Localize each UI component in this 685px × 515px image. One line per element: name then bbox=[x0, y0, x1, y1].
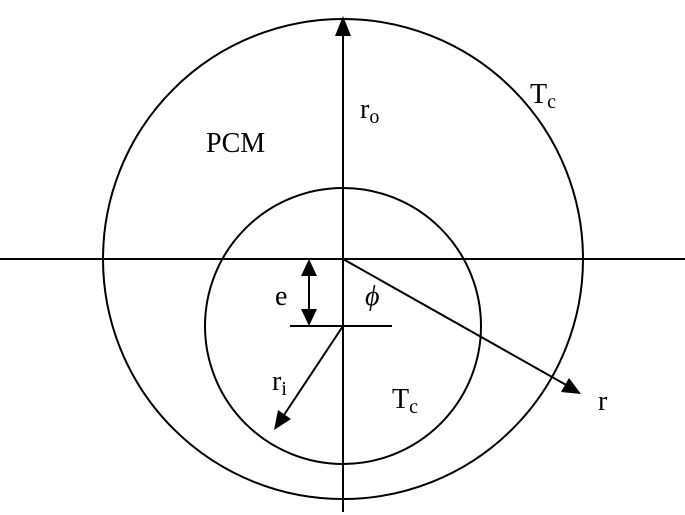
inner-radius-arrowhead bbox=[274, 410, 291, 430]
eccentricity-arrowhead-top bbox=[301, 259, 317, 276]
radial-arrow bbox=[342, 258, 569, 387]
inner-temperature-label: Tc bbox=[392, 384, 418, 418]
pcm-label: PCM bbox=[206, 128, 265, 159]
radial-coordinate-label: r bbox=[598, 386, 608, 417]
eccentricity-arrowhead-bottom bbox=[301, 309, 317, 326]
outer-radius-label: ro bbox=[360, 94, 379, 128]
radial-arrowhead bbox=[561, 378, 581, 394]
eccentricity-label: e bbox=[275, 281, 287, 312]
vertical-axis-arrowhead bbox=[335, 16, 351, 36]
inner-radius-label: ri bbox=[272, 366, 287, 400]
angle-label: ϕ bbox=[365, 281, 380, 312]
outer-temperature-label: Tc bbox=[530, 79, 556, 113]
inner-radius-arrow bbox=[281, 325, 344, 419]
